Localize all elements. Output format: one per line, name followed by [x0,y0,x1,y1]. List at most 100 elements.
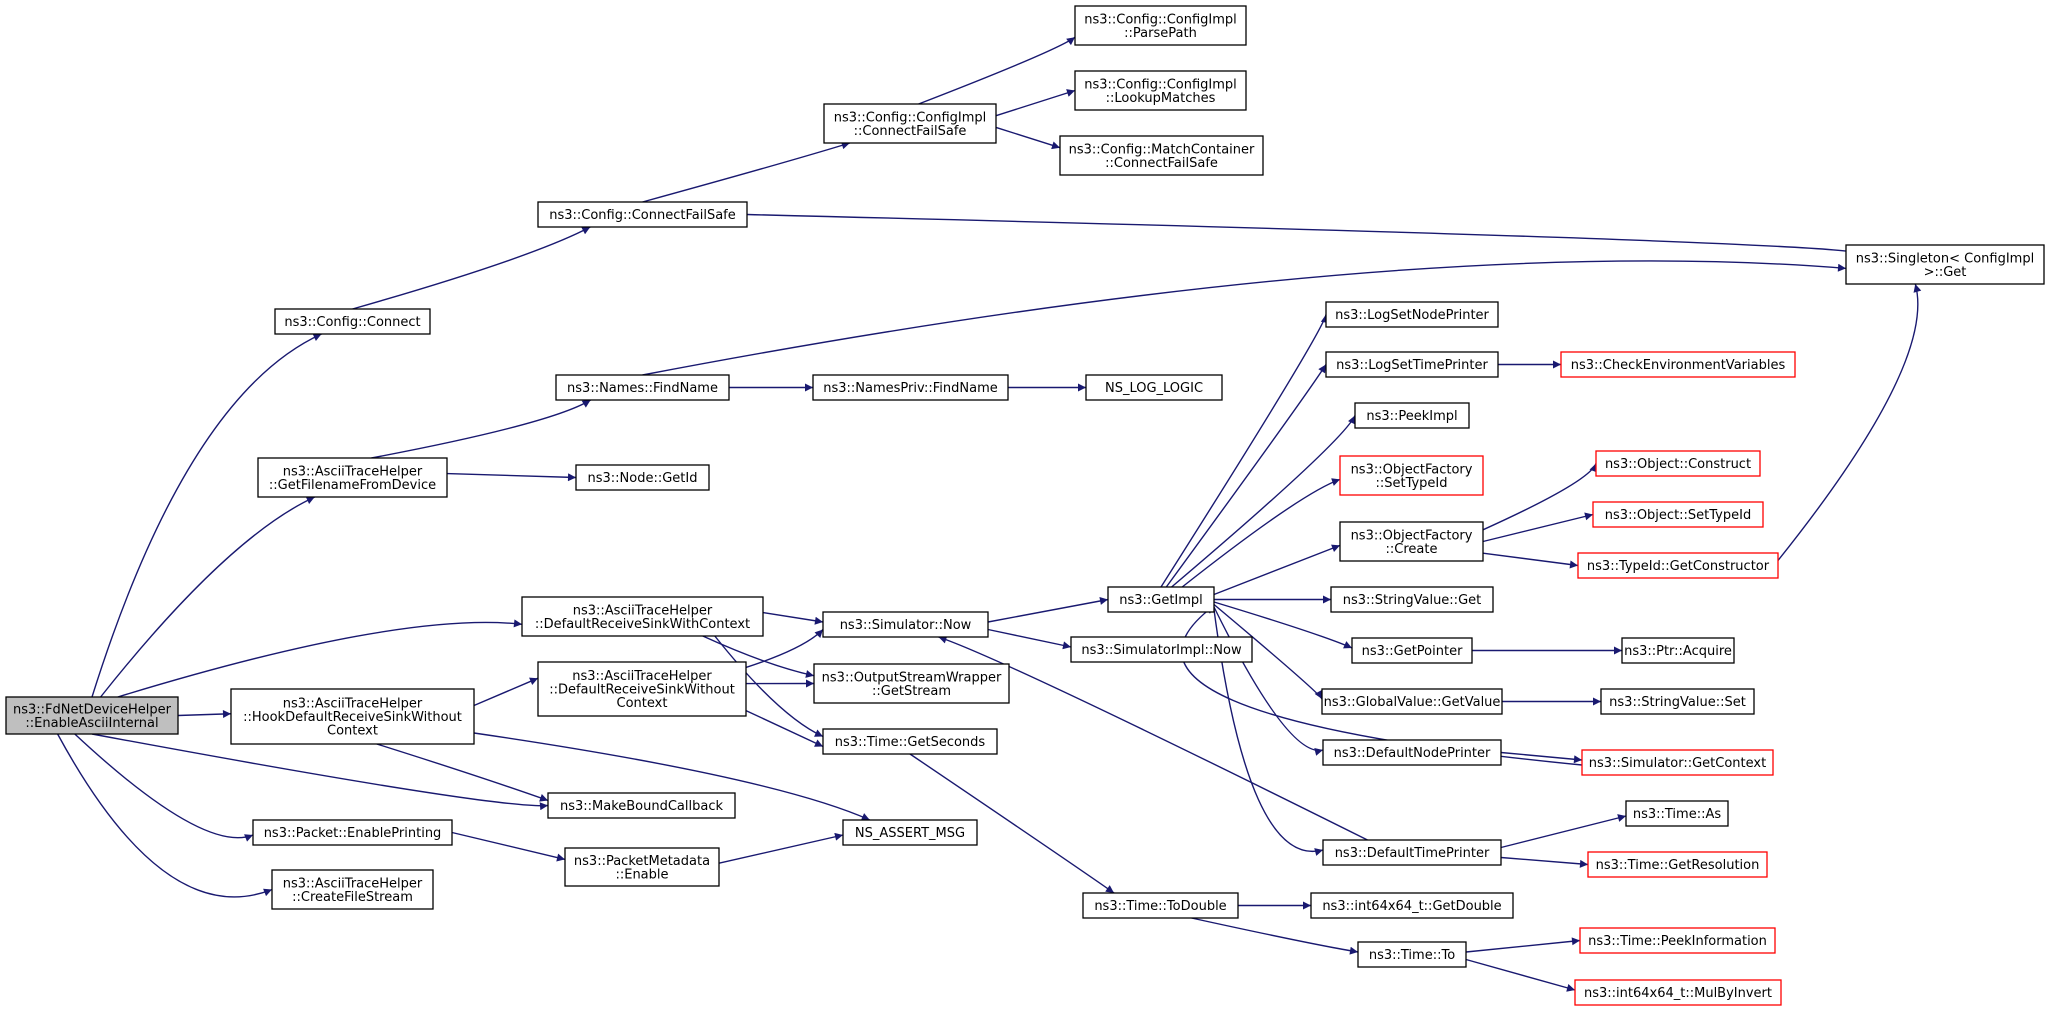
node-hookdrswoc-label-0: ns3::AsciiTraceHelper [283,697,423,712]
node-peekimpl-box [1354,402,1470,429]
node-strset[interactable]: ns3::StringValue::Set [1600,688,1755,715]
node-simnow[interactable]: ns3::Simulator::Now [822,611,989,638]
node-todouble[interactable]: ns3::Time::ToDouble [1082,892,1239,919]
node-createfile[interactable]: ns3::AsciiTraceHelper::CreateFileStream [271,869,434,910]
node-singleton-label-1: >::Get [1924,265,1967,280]
call-nodes: ns3::FdNetDeviceHelper::EnableAsciiInter… [5,5,2045,1006]
node-simimplnow[interactable]: ns3::SimulatorImpl::Now [1070,636,1253,663]
edge-drswc-to-simnow [762,611,824,625]
node-lognode-box [1325,301,1499,328]
node-drswoc[interactable]: ns3::AsciiTraceHelper::DefaultReceiveSin… [537,661,747,717]
node-pmenable-label-1: ::Enable [615,867,668,882]
node-timeto[interactable]: ns3::Time::To [1357,941,1467,968]
node-ofcreate[interactable]: ns3::ObjectFactory::Create [1339,521,1484,562]
node-timeas-box [1625,800,1729,827]
node-timeas[interactable]: ns3::Time::As [1625,800,1729,827]
node-getseconds[interactable]: ns3::Time::GetSeconds [822,728,998,755]
node-objconstruct-box [1595,450,1761,477]
edge-getimpl-to-deftimeprinter [1213,609,1324,856]
node-parsepath-label-1: ::ParsePath [1124,26,1197,41]
node-objsettype[interactable]: ns3::Object::SetTypeId [1592,501,1764,528]
node-ptracquire[interactable]: ns3::Ptr::Acquire [1621,637,1735,664]
node-peekinfo-box [1579,927,1776,954]
node-namesfind[interactable]: ns3::Names::FindName [555,374,730,401]
node-nslogic-label-0: NS_LOG_LOGIC [1105,381,1203,396]
node-defnodeprinter[interactable]: ns3::DefaultNodePrinter [1322,739,1502,766]
node-getfilename[interactable]: ns3::AsciiTraceHelper::GetFilenameFromDe… [257,457,448,498]
node-simgetctx[interactable]: ns3::Simulator::GetContext [1581,749,1774,776]
edge-getimpl-to-getpointer [1213,601,1353,649]
node-strget[interactable]: ns3::StringValue::Get [1330,586,1494,613]
node-gvgetvalue[interactable]: ns3::GlobalValue::GetValue [1321,688,1503,715]
node-logtime-label-0: ns3::LogSetTimePrinter [1336,358,1488,373]
node-singleton[interactable]: ns3::Singleton< ConfigImpl>::Get [1845,244,2045,285]
node-oswget[interactable]: ns3::OutputStreamWrapper::GetStream [813,663,1010,704]
node-implconnectfs[interactable]: ns3::Config::ConfigImpl::ConnectFailSafe [823,103,997,144]
node-timeas-label-0: ns3::Time::As [1633,807,1722,822]
node-matchconnect-box [1059,135,1264,176]
node-ofsettype[interactable]: ns3::ObjectFactory::SetTypeId [1339,455,1484,496]
node-lognode[interactable]: ns3::LogSetNodePrinter [1325,301,1499,328]
node-objsettype-box [1592,501,1764,528]
node-cfgconnectfs-label-0: ns3::Config::ConnectFailSafe [549,208,736,223]
node-defnodeprinter-label-0: ns3::DefaultNodePrinter [1334,746,1491,761]
node-pmenable[interactable]: ns3::PacketMetadata::Enable [564,847,720,887]
node-matchconnect[interactable]: ns3::Config::MatchContainer::ConnectFail… [1059,135,1264,176]
node-oswget-label-1: ::GetStream [872,684,951,699]
node-strset-box [1600,688,1755,715]
node-getres[interactable]: ns3::Time::GetResolution [1587,851,1768,878]
node-pktenable-label-0: ns3::Packet::EnablePrinting [264,826,442,841]
edge-deftimeprinter-to-simnow [938,635,1368,841]
node-peekinfo[interactable]: ns3::Time::PeekInformation [1579,927,1776,954]
node-mulbyinv[interactable]: ns3::int64x64_t::MulByInvert [1574,979,1782,1006]
node-nodegetid-label-0: ns3::Node::GetId [588,471,698,486]
node-pktenable[interactable]: ns3::Packet::EnablePrinting [252,819,453,846]
node-logtime[interactable]: ns3::LogSetTimePrinter [1325,351,1499,378]
node-simnow-label-0: ns3::Simulator::Now [840,618,972,633]
node-lookup-label-1: ::LookupMatches [1106,91,1216,106]
node-getpointer[interactable]: ns3::GetPointer [1351,637,1473,664]
node-getimpl-label-0: ns3::GetImpl [1119,593,1203,608]
edge-root-to-hookdrswoc [177,710,232,719]
edge-root-to-createfile [56,733,273,898]
node-drswc-box [521,596,764,637]
node-getseconds-box [822,728,998,755]
node-deftimeprinter[interactable]: ns3::DefaultTimePrinter [1322,839,1502,866]
node-nsassert[interactable]: NS_ASSERT_MSG [842,819,978,846]
node-ofcreate-box [1339,521,1484,562]
node-getctor[interactable]: ns3::TypeId::GetConstructor [1577,552,1779,579]
node-makebound-label-0: ns3::MakeBoundCallback [560,799,724,814]
node-checkenv-label-0: ns3::CheckEnvironmentVariables [1571,358,1786,373]
node-nslogic[interactable]: NS_LOG_LOGIC [1085,374,1223,401]
node-mulbyinv-label-0: ns3::int64x64_t::MulByInvert [1584,986,1772,1001]
edge-hookdrswoc-to-drswoc [473,677,539,707]
node-drswoc-label-2: Context [617,696,668,711]
node-timeto-box [1357,941,1467,968]
edge-cfgconnectfs-to-implconnectfs [642,141,851,203]
edge-simnow-to-getimpl [987,597,1109,623]
node-checkenv[interactable]: ns3::CheckEnvironmentVariables [1560,351,1796,378]
node-peekimpl-label-0: ns3::PeekImpl [1366,409,1457,424]
node-hookdrswoc[interactable]: ns3::AsciiTraceHelper::HookDefaultReceiv… [230,688,475,745]
node-namesprivfind[interactable]: ns3::NamesPriv::FindName [812,374,1009,401]
edge-root-to-makebound [91,733,549,811]
edge-deftimeprinter-to-timeas [1500,814,1627,849]
node-parsepath[interactable]: ns3::Config::ConfigImpl::ParsePath [1074,5,1247,46]
node-lookup[interactable]: ns3::Config::ConfigImpl::LookupMatches [1074,70,1247,111]
edge-getseconds-to-todouble [909,753,1115,894]
node-singleton-label-0: ns3::Singleton< ConfigImpl [1856,251,2034,266]
node-nodegetid[interactable]: ns3::Node::GetId [575,464,710,491]
node-cfgconnect[interactable]: ns3::Config::Connect [274,308,431,335]
node-getimpl[interactable]: ns3::GetImpl [1107,586,1215,613]
edge-cfgconnectfs-to-singleton [746,213,1863,261]
node-namesfind-label-0: ns3::Names::FindName [567,381,718,396]
node-peekimpl[interactable]: ns3::PeekImpl [1354,402,1470,429]
node-objconstruct[interactable]: ns3::Object::Construct [1595,450,1761,477]
node-drswc[interactable]: ns3::AsciiTraceHelper::DefaultReceiveSin… [521,596,764,637]
node-gvgetvalue-label-0: ns3::GlobalValue::GetValue [1324,695,1501,710]
node-cfgconnectfs[interactable]: ns3::Config::ConnectFailSafe [537,201,748,228]
edge-pktenable-to-pmenable [451,831,566,862]
node-root[interactable]: ns3::FdNetDeviceHelper::EnableAsciiInter… [5,696,179,735]
node-makebound[interactable]: ns3::MakeBoundCallback [547,792,736,819]
node-getdouble[interactable]: ns3::int64x64_t::GetDouble [1310,892,1514,919]
